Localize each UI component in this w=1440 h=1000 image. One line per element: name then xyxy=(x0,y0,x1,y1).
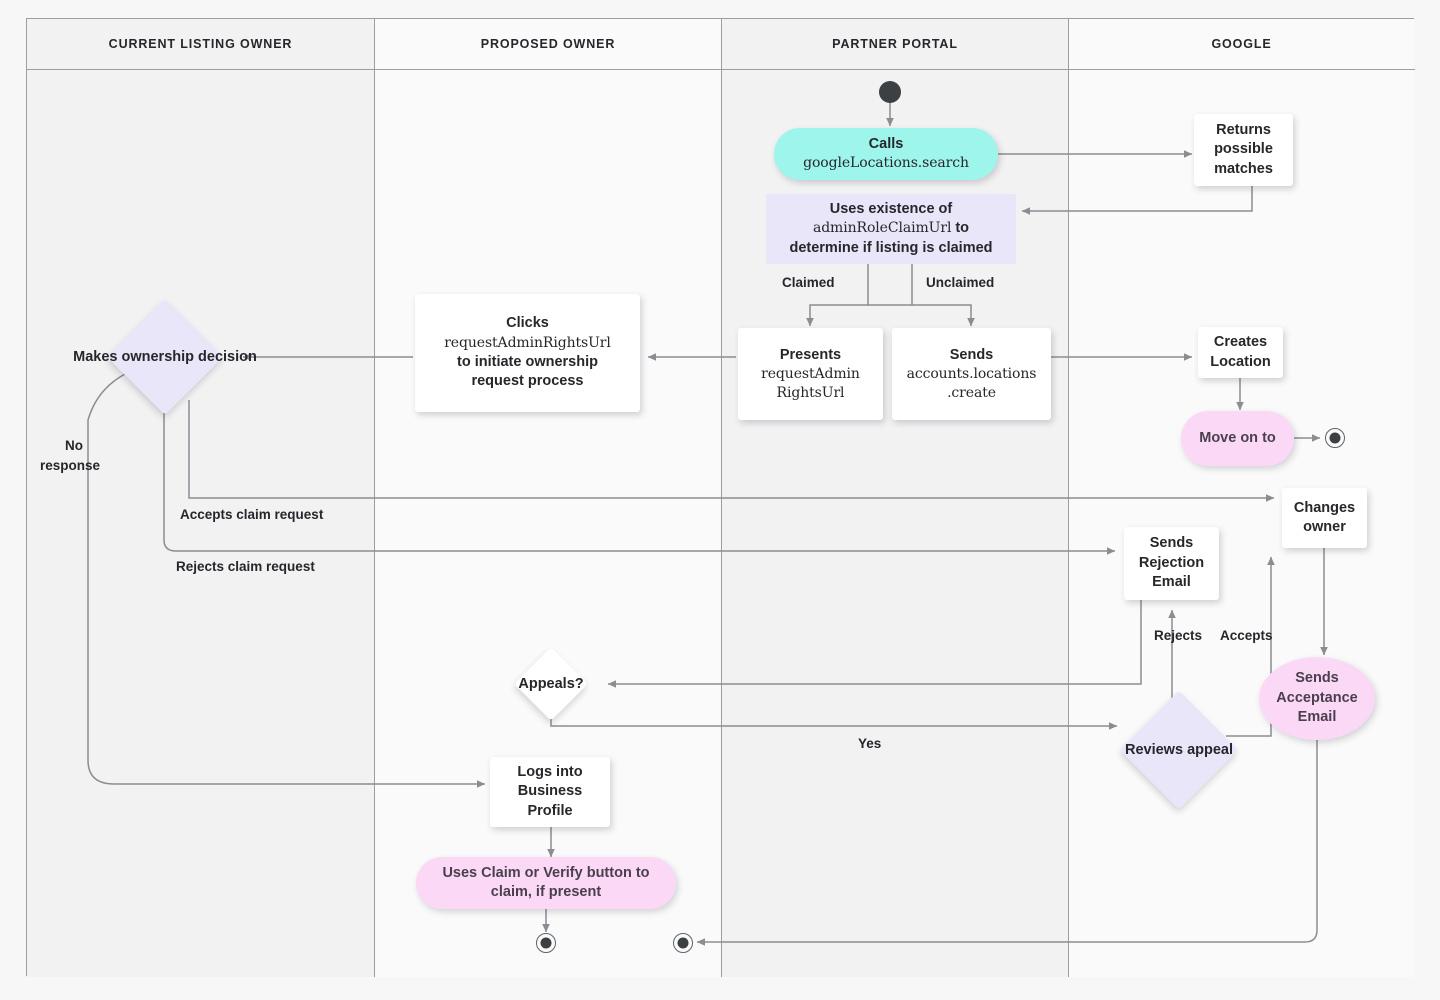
node-decision-line3: decision xyxy=(198,348,257,365)
node-clicks-request-admin-rights-url[interactable]: Clicks requestAdminRightsUrl to initiate… xyxy=(415,294,640,412)
node-calls-google-locations-search[interactable]: Calls googleLocations.search xyxy=(774,128,998,180)
node-uses-claim-line1: Uses Claim or Verify button to xyxy=(442,864,650,881)
edge-label-yes: Yes xyxy=(858,736,882,751)
lane-title-google: GOOGLE xyxy=(1211,37,1272,51)
node-returns-possible-matches[interactable]: Returns possible matches xyxy=(1194,114,1293,186)
node-sends-rejection-email[interactable]: Sends Rejection Email xyxy=(1124,527,1219,600)
lane-title-partner-portal: PARTNER PORTAL xyxy=(832,37,958,51)
node-reviews-appeal-line2: appeal xyxy=(1187,741,1233,758)
node-sends-accounts-locations-create[interactable]: Sends accounts.locations .create xyxy=(892,328,1051,420)
node-rejection-email-line2: Rejection xyxy=(1138,554,1205,571)
start-node xyxy=(879,81,901,103)
node-rejection-email-line3: Email xyxy=(1152,574,1191,591)
lane-title-proposed-owner: PROPOSED OWNER xyxy=(480,37,616,51)
node-sends-create-line2: accounts.locations xyxy=(906,365,1037,382)
node-appeals[interactable]: Appeals? xyxy=(496,647,606,721)
node-logs-in-line1: Logs into xyxy=(517,763,583,780)
node-acceptance-email-line1: Sends xyxy=(1295,670,1339,687)
node-appeals-label: Appeals? xyxy=(518,675,584,692)
node-uses-existence-admin-role-claim-url[interactable]: Uses existence of adminRoleClaimUrl to d… xyxy=(766,194,1016,264)
lane-divider-3 xyxy=(1068,19,1069,977)
edge-label-claimed: Claimed xyxy=(782,275,835,290)
node-rejection-email-line1: Sends xyxy=(1149,535,1194,552)
node-makes-ownership-decision[interactable]: Makes ownership decision xyxy=(73,299,257,415)
node-uses-code: adminRoleClaimUrl xyxy=(812,220,952,237)
node-sends-acceptance-email[interactable]: Sends Acceptance Email xyxy=(1259,657,1375,740)
node-uses-claim-or-verify-button[interactable]: Uses Claim or Verify button to claim, if… xyxy=(416,857,676,909)
end-node-claim xyxy=(536,933,556,953)
node-reviews-appeal[interactable]: Reviews appeal xyxy=(1117,690,1241,810)
node-logs-in-line3: Profile xyxy=(527,802,573,819)
edge-label-rejects-claim-request: Rejects claim request xyxy=(176,559,315,574)
node-clicks-line3: to initiate ownership xyxy=(457,353,598,370)
node-presents-line3: RightsUrl xyxy=(776,384,845,401)
lane-divider-2 xyxy=(721,19,722,977)
edge-label-unclaimed: Unclaimed xyxy=(926,275,995,290)
node-presents-line1: Presents xyxy=(779,346,842,363)
node-reviews-appeal-line1: Reviews xyxy=(1124,741,1184,758)
edge-label-accepts: Accepts xyxy=(1220,628,1273,643)
node-calls-line2: googleLocations.search xyxy=(803,155,969,172)
edge-label-rejects: Rejects xyxy=(1154,628,1203,643)
node-decision-line1: Makes xyxy=(73,348,118,365)
node-uses-line1: Uses existence of xyxy=(829,200,953,217)
node-uses-line3: determine if listing is claimed xyxy=(789,239,993,256)
lane-column-proposed-owner xyxy=(375,19,721,977)
node-creates-location[interactable]: Creates Location xyxy=(1198,327,1283,378)
node-move-on-to-label: Move on to xyxy=(1199,429,1276,446)
node-clicks-line4: request process xyxy=(471,373,584,390)
node-returns-line2: possible xyxy=(1214,141,1273,158)
lane-title-current-listing-owner: CURRENT LISTING OWNER xyxy=(108,37,293,51)
node-returns-line3: matches xyxy=(1214,160,1273,177)
node-clicks-line1: Clicks xyxy=(506,315,549,332)
node-returns-line1: Returns xyxy=(1216,121,1271,138)
node-changes-owner-line1: Changes xyxy=(1293,499,1356,516)
node-creates-location-line2: Location xyxy=(1210,353,1271,370)
node-creates-location-line1: Creates xyxy=(1213,334,1268,351)
node-calls-line1: Calls xyxy=(868,135,904,152)
edge-label-accepts-claim-request: Accepts claim request xyxy=(180,507,324,522)
node-logs-in-line2: Business xyxy=(517,783,583,800)
node-changes-owner-line2: owner xyxy=(1303,519,1346,535)
edge-label-no-response-line2: response xyxy=(40,458,101,473)
node-uses-claim-line2: claim, if present xyxy=(490,884,602,900)
end-node-transfer xyxy=(673,933,693,953)
node-presents-request-admin-rights-url[interactable]: Presents requestAdmin RightsUrl xyxy=(738,328,883,420)
lane-column-current-listing-owner xyxy=(27,19,374,977)
end-node-move-on xyxy=(1325,428,1345,448)
node-presents-line2: requestAdmin xyxy=(761,365,860,382)
node-sends-create-line3: .create xyxy=(947,384,996,401)
node-sends-create-line1: Sends xyxy=(949,346,994,363)
node-move-on-to[interactable]: Move on to xyxy=(1181,411,1294,466)
edge-label-no-response-line1: No xyxy=(65,438,83,453)
node-logs-into-business-profile[interactable]: Logs into Business Profile xyxy=(490,757,610,827)
lane-header-rule xyxy=(27,69,1415,70)
node-decision-line2: ownership xyxy=(121,348,195,365)
node-uses-line2: adminRoleClaimUrl to xyxy=(789,219,992,238)
node-clicks-line2: requestAdminRightsUrl xyxy=(444,334,611,351)
node-acceptance-email-line3: Email xyxy=(1297,709,1337,726)
node-acceptance-email-line2: Acceptance xyxy=(1276,689,1358,706)
node-uses-line2-tail: to xyxy=(951,220,970,237)
node-changes-owner[interactable]: Changes owner xyxy=(1282,488,1367,548)
lane-divider-1 xyxy=(374,19,375,977)
